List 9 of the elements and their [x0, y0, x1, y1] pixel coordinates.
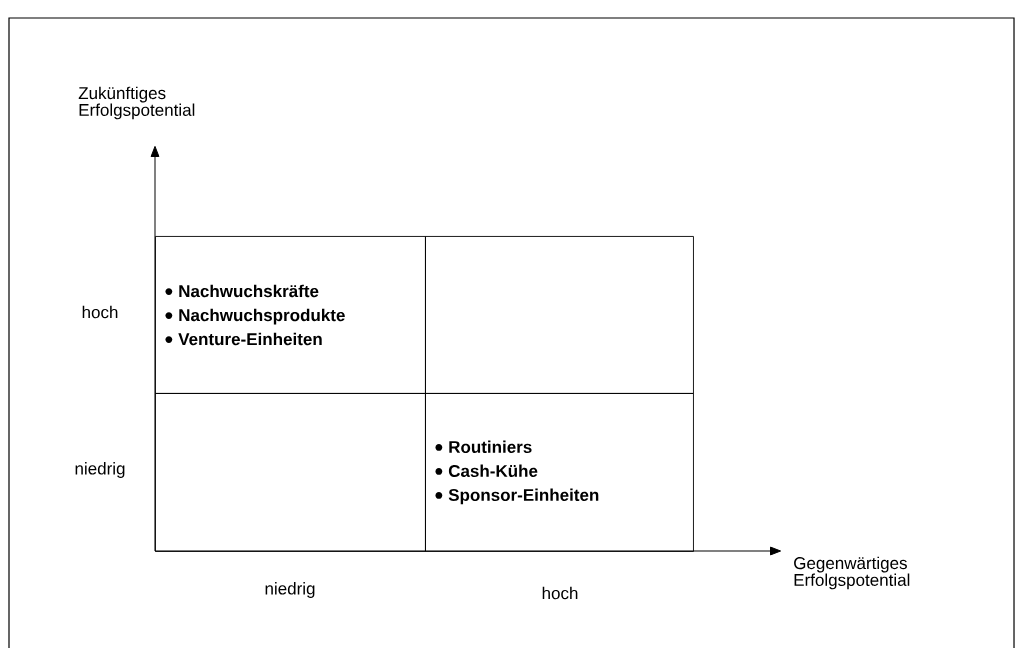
quadrant-box: Nachwuchskräfte Nachwuchsprodukte Venture-Einheiten	[155, 236, 426, 394]
axis-title: Gegenwärtiges Erfolgspotential	[794, 556, 910, 590]
empty-quadrant	[425, 236, 694, 394]
axis-label: niedrig	[75, 462, 125, 478]
axis-label: hoch	[82, 305, 118, 319]
axis-label: niedrig	[265, 582, 315, 598]
quadrant-box: Routiniers Cash-Kühe Sponsor-Einheiten	[425, 393, 694, 552]
axis-title: Zukünftiges Erfolgspotential	[78, 86, 195, 120]
axis-label: hoch	[542, 586, 578, 600]
